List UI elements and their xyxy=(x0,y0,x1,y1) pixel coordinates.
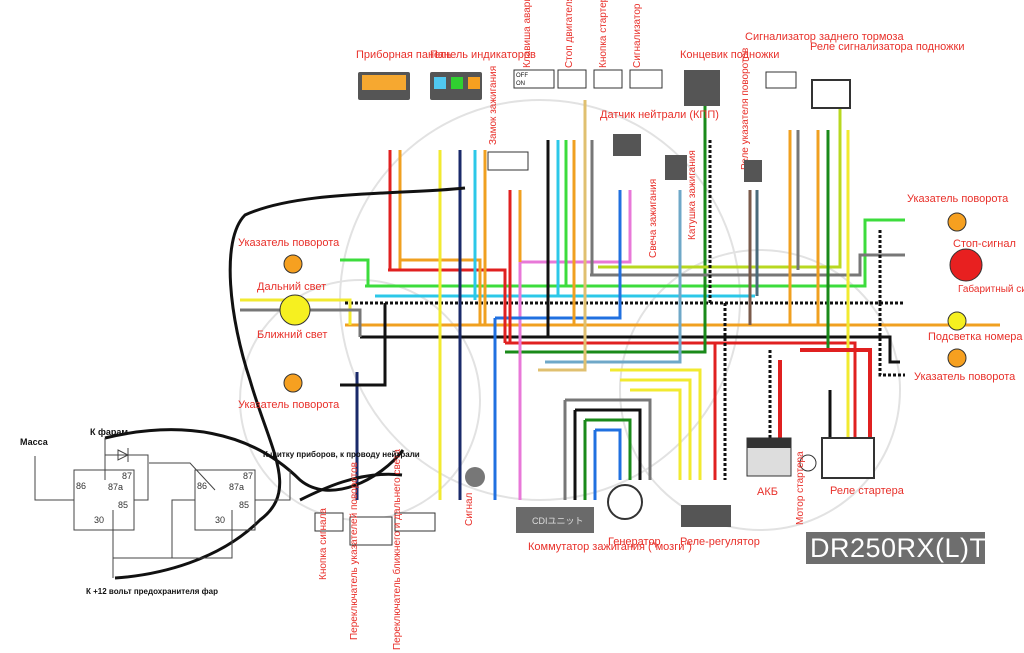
ignition-coil: Катушка зажигания Свеча зажигания xyxy=(648,150,698,258)
svg-text:Стоп-сигнал: Стоп-сигнал xyxy=(953,238,1016,250)
svg-text:Сигнал: Сигнал xyxy=(464,492,475,526)
svg-text:87: 87 xyxy=(243,471,253,481)
svg-text:Указатель поворота: Указатель поворота xyxy=(238,399,340,411)
svg-text:Указатель поворота: Указатель поворота xyxy=(914,371,1016,383)
svg-text:30: 30 xyxy=(94,515,104,525)
svg-text:Переключатель ближнего и дальн: Переключатель ближнего и дальнего света xyxy=(391,449,403,650)
svg-text:Коммутатор зажигания ("мозги"): Коммутатор зажигания ("мозги") xyxy=(528,541,692,553)
neutral-sensor: Датчик нейтрали (КПП) xyxy=(600,109,719,156)
plate-light: Подсветка номера xyxy=(928,311,1023,343)
svg-text:Панель индикаторов: Панель индикаторов xyxy=(430,49,536,61)
svg-text:Реле стартера: Реле стартера xyxy=(830,485,905,497)
handlebar-left-switches: Кнопка сигнала Переключатель указателей … xyxy=(314,449,436,650)
wire-LW xyxy=(545,190,682,364)
svg-text:Стоп двигателя: Стоп двигателя xyxy=(564,0,575,68)
wire-YG-trunk xyxy=(598,100,842,269)
svg-text:Свеча зажигания: Свеча зажигания xyxy=(648,179,659,258)
svg-text:Реле-регулятор: Реле-регулятор xyxy=(680,536,760,548)
ignition-lock: Замок зажигания xyxy=(487,66,529,171)
svg-text:Клавиша аварийной сигнализации: Клавиша аварийной сигнализации xyxy=(522,0,533,68)
ground-label: Масса xyxy=(20,437,49,447)
relay-circuit xyxy=(34,438,291,578)
wire-R-trunk xyxy=(505,341,857,470)
svg-text:Замок зажигания: Замок зажигания xyxy=(488,66,499,145)
svg-text:Сигнализатор переднего тормоза: Сигнализатор переднего тормоза xyxy=(632,0,643,68)
svg-text:Габаритный сигнал: Габаритный сигнал xyxy=(958,283,1024,295)
svg-text:Генератор: Генератор xyxy=(608,536,661,548)
indicator-panel: Панель индикаторов xyxy=(430,49,536,100)
wire-Lg-trunk xyxy=(365,218,905,288)
svg-text:Реле указателя поворотов: Реле указателя поворотов xyxy=(740,48,751,170)
low-beam: Ближний свет xyxy=(257,329,327,341)
stop-signal: Стоп-сигнал Габаритный сигнал xyxy=(949,238,1024,295)
svg-text:85: 85 xyxy=(239,500,249,510)
added-wire xyxy=(104,186,466,580)
svg-text:Переключатель указателей повор: Переключатель указателей поворотов xyxy=(349,462,360,640)
rear-turn-signal-lower: Указатель поворота xyxy=(914,348,1016,383)
sidestand-switch: Концевик подножки xyxy=(680,49,779,106)
svg-text:86: 86 xyxy=(197,481,207,491)
starter-motor: Мотор стартера xyxy=(795,451,817,525)
rear-turn-signal-upper: Указатель поворота xyxy=(907,193,1009,232)
svg-text:Мотор стартера: Мотор стартера xyxy=(795,451,806,525)
svg-text:Приборная панель: Приборная панель xyxy=(356,49,452,61)
svg-text:87a: 87a xyxy=(108,482,123,492)
svg-text:Указатель поворота: Указатель поворота xyxy=(238,237,340,249)
svg-text:Кнопка стартера: Кнопка стартера xyxy=(598,0,609,68)
horn: Сигнал xyxy=(464,467,485,526)
wire-G-trunk xyxy=(505,100,707,354)
svg-text:Датчик нейтрали (КПП): Датчик нейтрали (КПП) xyxy=(600,109,719,121)
rear-brake-switch: Сигнализатор заднего тормоза xyxy=(745,31,904,89)
svg-text:86: 86 xyxy=(76,481,86,491)
front-turn-signal-lower: Указатель поворота xyxy=(238,373,340,411)
svg-text:Дальний свет: Дальний свет xyxy=(257,281,326,293)
handlebar-right-switches: OFF ON Клавиша аварийной сигнализации Ст… xyxy=(513,0,663,89)
to-fuse-label: К +12 вольт предохранителя фар xyxy=(86,587,218,596)
turn-relay: Реле указателя поворотов xyxy=(740,48,762,182)
svg-text:85: 85 xyxy=(118,500,128,510)
model-title: DR250RX(L)T xyxy=(806,532,986,564)
battery: АКБ xyxy=(746,437,792,498)
wire-OW xyxy=(538,100,587,372)
svg-text:Концевик подножки: Концевик подножки xyxy=(680,49,779,61)
generator: Генератор xyxy=(607,484,661,548)
svg-text:Катушка зажигания: Катушка зажигания xyxy=(687,150,698,240)
svg-text:Подсветка номера: Подсветка номера xyxy=(928,331,1023,343)
relay-pin-labels: 87 87a 86 85 30 87 87a 86 85 30 xyxy=(76,471,253,525)
svg-text:Кнопка сигнала: Кнопка сигнала xyxy=(318,508,329,580)
front-turn-signal-upper: Указатель поворота xyxy=(238,237,340,274)
harness-wires xyxy=(240,100,1000,500)
wire-Gr-trunk xyxy=(590,253,905,277)
svg-text:Указатель поворота: Указатель поворота xyxy=(907,193,1009,205)
svg-text:87: 87 xyxy=(122,471,132,481)
to-headlights-label: К фарам xyxy=(90,427,128,437)
high-beam: Дальний свет xyxy=(257,281,326,326)
svg-text:30: 30 xyxy=(215,515,225,525)
to-dash-label: К щитку приборов, к проводу нейтрали xyxy=(263,450,420,459)
svg-text:CDIユニット: CDIユニット xyxy=(532,516,584,526)
instrument-panel: Приборная панель xyxy=(356,49,452,100)
svg-text:Ближний свет: Ближний свет xyxy=(257,329,327,341)
wire-B-trunk xyxy=(360,335,900,364)
sidestand-relay: Реле сигнализатора подножки xyxy=(810,41,965,109)
starter-relay: Реле стартера xyxy=(821,437,905,497)
cdi-unit: CDIユニット Коммутатор зажигания ("мозги") xyxy=(516,507,692,553)
svg-text:АКБ: АКБ xyxy=(757,486,778,498)
svg-text:OFF: OFF xyxy=(516,73,528,79)
regulator: Реле-регулятор xyxy=(680,505,760,548)
wire-L-blue xyxy=(495,190,622,320)
svg-text:87a: 87a xyxy=(229,482,244,492)
svg-text:ON: ON xyxy=(516,81,525,87)
svg-text:Реле сигнализатора подножки: Реле сигнализатора подножки xyxy=(810,41,965,53)
svg-text:Сигнализатор заднего тормоза: Сигнализатор заднего тормоза xyxy=(745,31,904,43)
